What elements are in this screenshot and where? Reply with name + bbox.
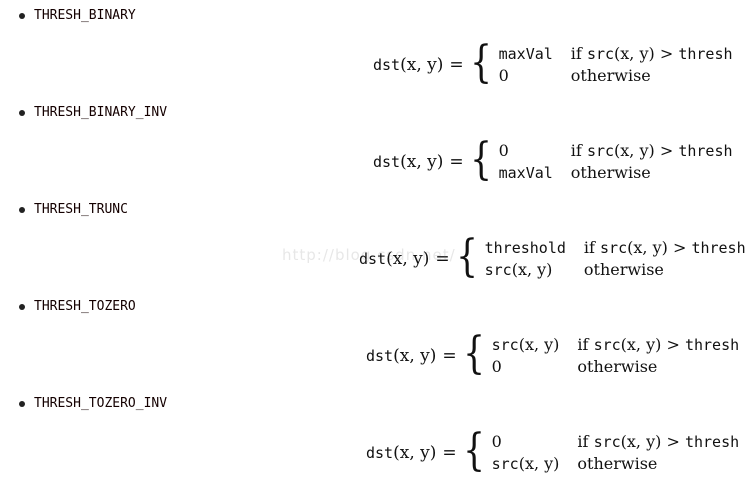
formula: dst(x, y) = { threshold if src(x, y) > t… <box>359 234 746 284</box>
list-item-thresh-tozero-inv: THRESH_TOZERO_INV dst(x, y) = { 0 if src… <box>0 388 756 485</box>
watermark: http://blog.csdn.net/ <box>282 246 456 264</box>
threshold-type-name: THRESH_BINARY <box>34 8 136 23</box>
left-brace-icon: { <box>462 425 485 476</box>
case-1-condition: if src(x, y) > thresh <box>570 141 733 160</box>
case-2-condition: otherwise <box>570 163 651 182</box>
bullet-icon <box>19 401 25 407</box>
case-2-condition: otherwise <box>577 454 658 473</box>
case-2-value: 0 <box>491 357 502 376</box>
bullet-icon <box>19 13 25 19</box>
equals-sign: = <box>442 442 457 463</box>
left-brace-icon: { <box>462 328 485 379</box>
formula: dst(x, y) = { src(x, y) if src(x, y) > t… <box>366 331 739 381</box>
cases-table: 0 if src(x, y) > thresh maxVal otherwise <box>499 141 733 183</box>
case-1-condition: if src(x, y) > thresh <box>570 44 733 63</box>
case-2-condition: otherwise <box>570 66 651 85</box>
case-1-value: 0 <box>498 141 509 160</box>
case-1-value: src(x, y) <box>491 335 560 354</box>
cases-table: maxVal if src(x, y) > thresh 0 otherwise <box>499 44 733 86</box>
threshold-type-name: THRESH_TRUNC <box>34 202 128 217</box>
case-2-condition: otherwise <box>577 357 658 376</box>
equals-sign: = <box>442 345 457 366</box>
case-1-value: threshold <box>484 239 566 257</box>
case-1-value: 0 <box>491 432 502 451</box>
threshold-type-name: THRESH_BINARY_INV <box>34 105 168 120</box>
left-brace-icon: { <box>469 134 492 185</box>
equals-sign: = <box>435 248 450 269</box>
formula: dst(x, y) = { 0 if src(x, y) > thresh sr… <box>366 428 739 478</box>
formula-lhs: dst(x, y) <box>359 248 430 269</box>
bullet-icon <box>19 207 25 213</box>
case-1-value: maxVal <box>498 45 553 63</box>
bullet-icon <box>19 304 25 310</box>
cases-table: src(x, y) if src(x, y) > thresh 0 otherw… <box>492 335 740 377</box>
case-1-condition: if src(x, y) > thresh <box>583 238 746 257</box>
case-2-value: maxVal <box>498 164 553 182</box>
case-1-condition: if src(x, y) > thresh <box>577 432 740 451</box>
threshold-type-name: THRESH_TOZERO <box>34 299 136 314</box>
formula-lhs: dst(x, y) <box>366 442 437 463</box>
list-item-thresh-binary-inv: THRESH_BINARY_INV dst(x, y) = { 0 if src… <box>0 97 756 194</box>
threshold-type-name: THRESH_TOZERO_INV <box>34 396 168 411</box>
cases-table: threshold if src(x, y) > thresh src(x, y… <box>485 238 746 280</box>
formula-lhs: dst(x, y) <box>373 54 444 75</box>
formula-lhs: dst(x, y) <box>366 345 437 366</box>
list-item-thresh-trunc: THRESH_TRUNC dst(x, y) = { threshold if … <box>0 194 756 291</box>
equals-sign: = <box>449 151 464 172</box>
formula: dst(x, y) = { maxVal if src(x, y) > thre… <box>373 40 733 90</box>
case-2-condition: otherwise <box>583 260 664 279</box>
formula-lhs: dst(x, y) <box>373 151 444 172</box>
case-2-value: src(x, y) <box>491 454 560 473</box>
equals-sign: = <box>449 54 464 75</box>
list-item-thresh-tozero: THRESH_TOZERO dst(x, y) = { src(x, y) if… <box>0 291 756 388</box>
left-brace-icon: { <box>455 231 478 282</box>
formula: dst(x, y) = { 0 if src(x, y) > thresh ma… <box>373 137 733 187</box>
case-2-value: src(x, y) <box>484 260 553 279</box>
left-brace-icon: { <box>469 37 492 88</box>
cases-table: 0 if src(x, y) > thresh src(x, y) otherw… <box>492 432 740 474</box>
case-2-value: 0 <box>498 66 509 85</box>
list-item-thresh-binary: THRESH_BINARY dst(x, y) = { maxVal if sr… <box>0 0 756 97</box>
bullet-icon <box>19 110 25 116</box>
case-1-condition: if src(x, y) > thresh <box>577 335 740 354</box>
